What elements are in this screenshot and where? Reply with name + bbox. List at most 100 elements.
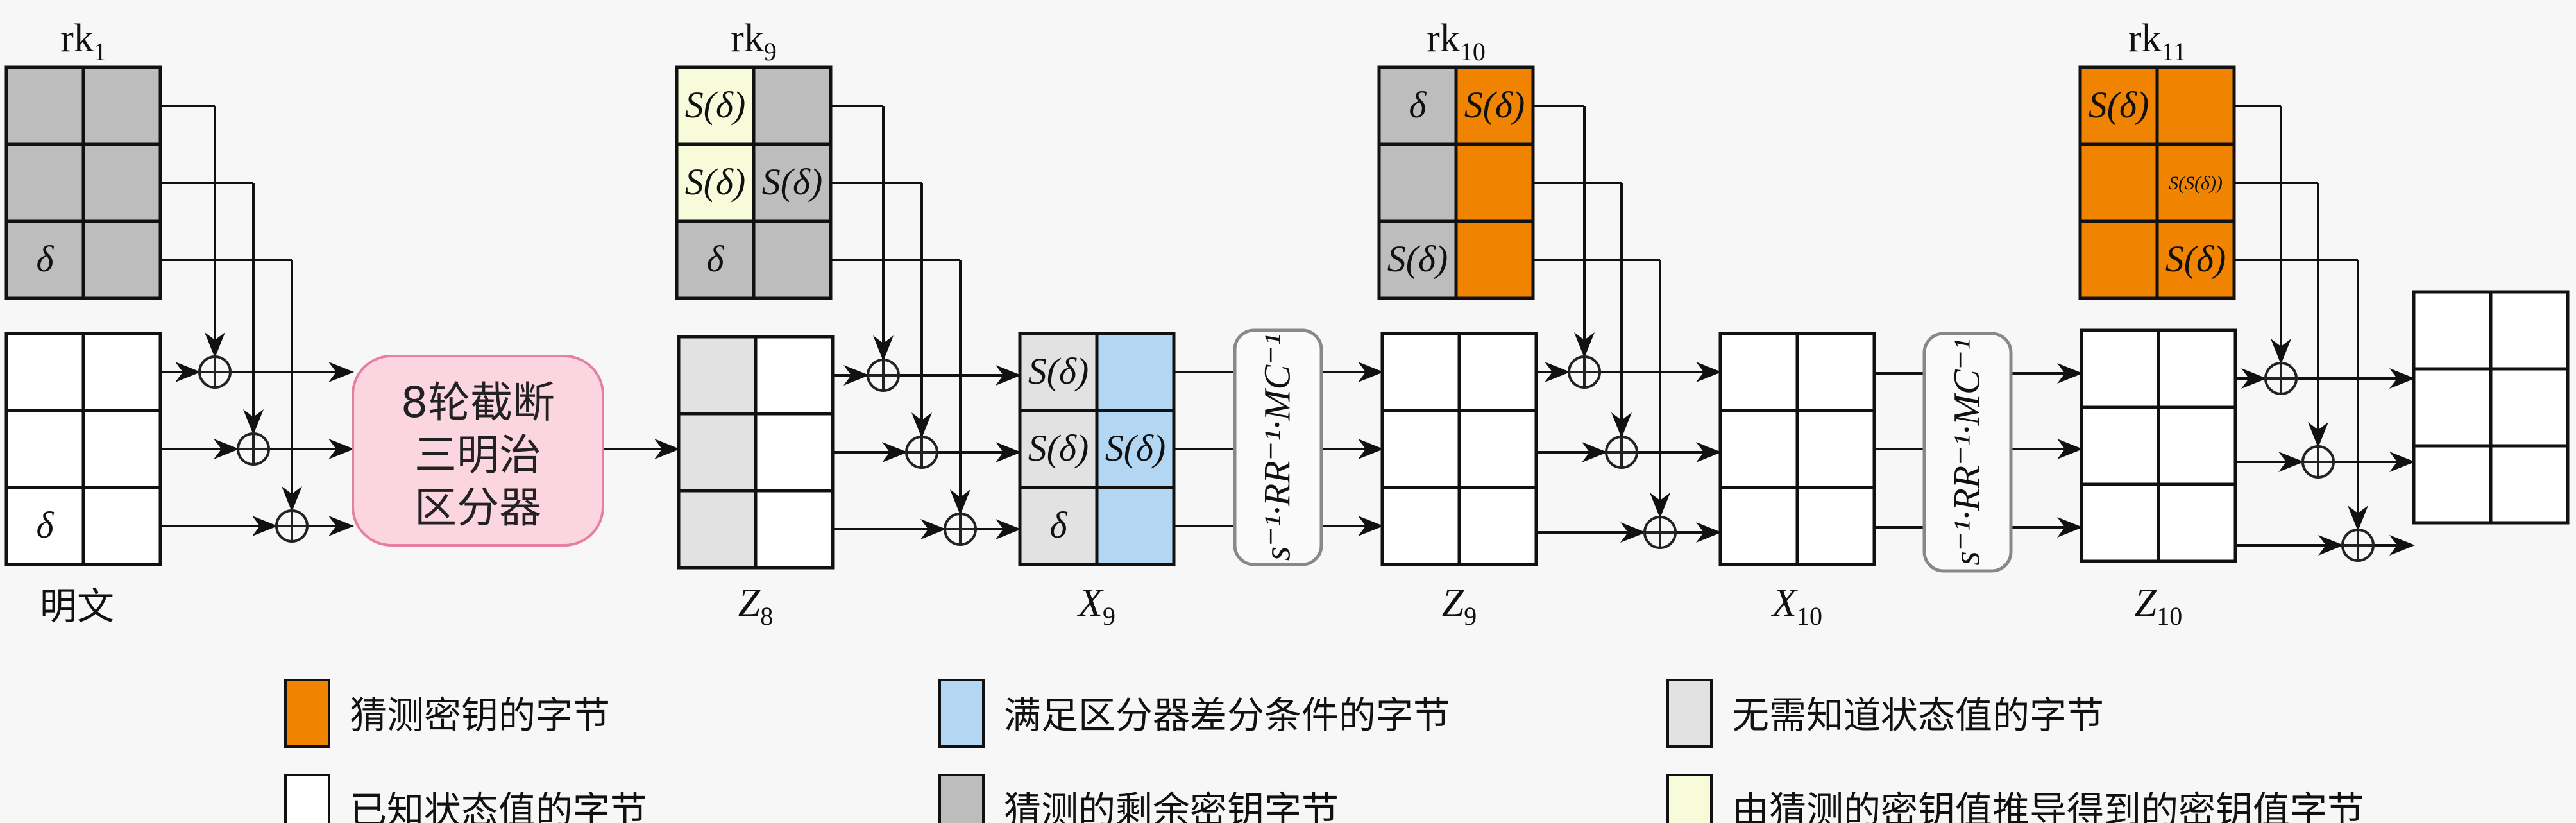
- legend-label: 猜测的剩余密钥字节: [1004, 788, 1339, 823]
- byte-cell: [1095, 332, 1176, 412]
- legend-swatch: [284, 679, 330, 748]
- byte-cell: [1795, 332, 1876, 412]
- legend-item: 猜测密钥的字节: [284, 679, 610, 748]
- xor-icon: [275, 509, 309, 543]
- byte-cell: [1377, 65, 1458, 146]
- byte-cell: [675, 219, 756, 300]
- byte-cell: [1380, 409, 1461, 489]
- byte-cell: [2078, 219, 2159, 300]
- byte-cell: [2157, 405, 2237, 486]
- byte-cell: [4, 142, 85, 223]
- inverse-op-label: s⁻¹·RR⁻¹·MC⁻¹: [1257, 334, 1298, 561]
- byte-cell: [752, 219, 833, 300]
- byte-cell: [1454, 219, 1535, 300]
- distinguisher-label-line: 区分器: [414, 483, 541, 532]
- byte-cell: [2078, 142, 2159, 223]
- byte-cell: [677, 489, 758, 570]
- byte-cell: [754, 489, 835, 570]
- byte-cell: [677, 412, 758, 493]
- byte-cell: [677, 335, 758, 416]
- legend-label: 已知状态值的字节: [350, 788, 647, 823]
- byte-cell: [1380, 332, 1461, 412]
- cell-value: S(δ): [2089, 84, 2149, 126]
- byte-cell: [4, 409, 85, 489]
- xor-icon: [1568, 355, 1601, 389]
- cell-value: S(δ): [1028, 350, 1089, 392]
- state-x10: [1718, 332, 1876, 566]
- xor-icon: [905, 436, 938, 469]
- round-key-rk9: S(δ) S(δ) S(δ) δ: [675, 65, 833, 300]
- byte-cell: [752, 142, 833, 223]
- cell-value: S(δ): [685, 84, 746, 126]
- cell-value: S(δ): [1105, 427, 1166, 469]
- distinguisher-label-line: 8轮截断: [401, 378, 555, 427]
- byte-cell: [1457, 409, 1538, 489]
- byte-cell: [1377, 142, 1458, 223]
- byte-cell: [754, 335, 835, 416]
- byte-cell: [81, 219, 162, 300]
- cell-value: δ: [1050, 504, 1068, 546]
- legend-item: 已知状态值的字节: [284, 774, 647, 823]
- legend-item: 无需知道状态值的字节: [1666, 679, 2104, 748]
- cell-value: S(δ): [1464, 84, 1525, 126]
- xor-icon: [944, 513, 977, 546]
- wires: [160, 105, 2415, 556]
- byte-cell: [1718, 486, 1799, 566]
- state-ciphertext: [2412, 290, 2570, 525]
- byte-cell: [1457, 486, 1538, 566]
- byte-cell: [2157, 328, 2237, 409]
- legend-swatch: [284, 774, 330, 823]
- byte-cell: [2412, 367, 2493, 448]
- byte-cell: [1018, 409, 1099, 489]
- cell-value: δ: [707, 238, 725, 280]
- byte-cell: [1795, 486, 1876, 566]
- state-label-plaintext: 明文: [40, 584, 114, 628]
- legend-label: 满足区分器差分条件的字节: [1004, 693, 1450, 737]
- state-label-z10: Z10: [2135, 581, 2182, 631]
- cell-value: δ: [1409, 84, 1427, 126]
- legend-item: 满足区分器差分条件的字节: [938, 679, 1450, 748]
- cell-value: S(δ): [1387, 238, 1448, 280]
- byte-cell: [1380, 486, 1461, 566]
- cell-value: δ: [37, 504, 55, 546]
- distinguisher-label-line: 三明治: [414, 430, 541, 480]
- state-z9: [1380, 332, 1538, 566]
- cell-value: S(δ): [1028, 427, 1089, 469]
- legend-item: 猜测的剩余密钥字节: [938, 774, 1339, 823]
- byte-cell: [81, 142, 162, 223]
- byte-cell: [81, 409, 162, 489]
- state-x9: S(δ) S(δ) S(δ) δ: [1018, 332, 1176, 566]
- state-label-x10: X10: [1770, 581, 1822, 631]
- state-label-x9: X9: [1076, 581, 1115, 631]
- byte-cell: [81, 65, 162, 146]
- legend-label: 由猜测的密钥值推导得到的密钥值字节: [1732, 788, 2364, 823]
- inverse-op-label: s⁻¹·RR⁻¹·MC⁻¹: [1946, 339, 1988, 565]
- cell-value: δ: [37, 238, 55, 280]
- xor-icon: [2341, 529, 2375, 562]
- byte-cell: [1457, 332, 1538, 412]
- cell-value: S(S(δ)): [2169, 173, 2223, 194]
- byte-cell: [2080, 405, 2160, 486]
- round-key-label-rk10: rk10: [1427, 17, 1486, 66]
- cell-value: S(δ): [2165, 238, 2226, 280]
- xor-icon: [198, 355, 232, 389]
- legend-swatch: [1666, 774, 1713, 823]
- byte-cell: [1454, 142, 1535, 223]
- byte-cell: [1718, 409, 1799, 489]
- state-plaintext: δ: [4, 332, 162, 566]
- byte-cell: [1718, 332, 1799, 412]
- cell-value: S(δ): [685, 161, 746, 203]
- xor-icon: [2301, 445, 2335, 479]
- byte-cell: [81, 332, 162, 412]
- xor-icon: [1605, 436, 1638, 469]
- byte-cell: [2155, 219, 2236, 300]
- byte-cell: [2080, 482, 2160, 563]
- cell-value: S(δ): [762, 161, 823, 203]
- legend-swatch: [1666, 679, 1713, 748]
- byte-cell: [4, 332, 85, 412]
- byte-cell: [4, 219, 85, 300]
- byte-cell: [2489, 444, 2570, 525]
- xor-icon: [2264, 362, 2298, 395]
